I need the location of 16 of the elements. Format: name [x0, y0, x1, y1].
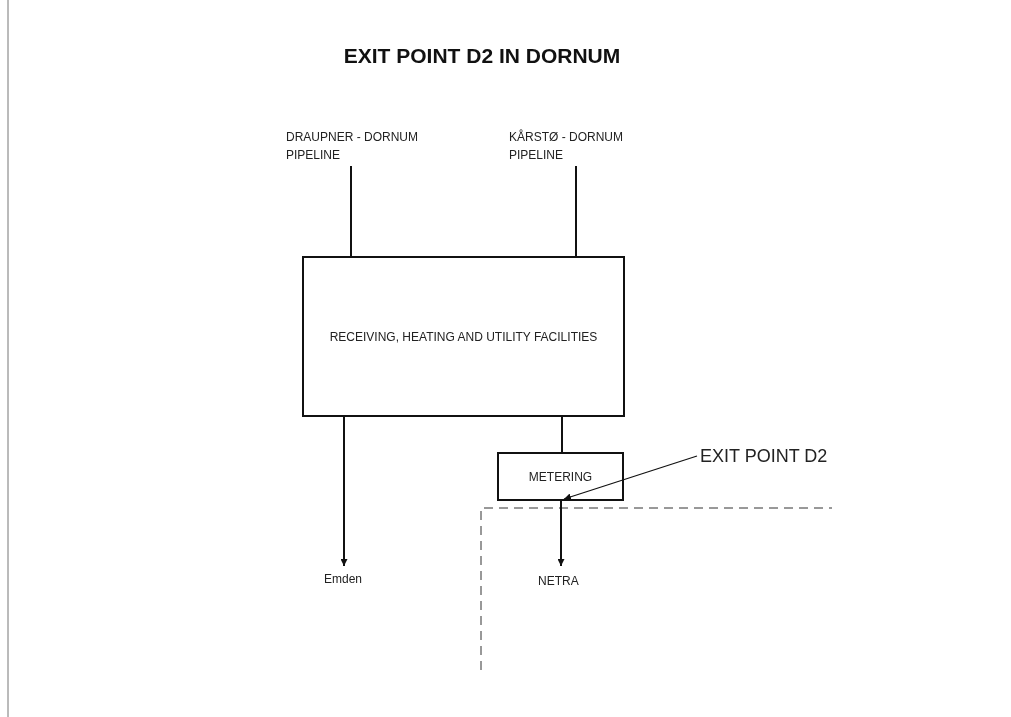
- box-text: METERING: [528, 468, 593, 486]
- pipeline-label: KÅRSTØ - DORNUM PIPELINE: [509, 128, 624, 164]
- diagram-title: EXIT POINT D2 IN DORNUM: [342, 44, 622, 68]
- destination-label: NETRA: [538, 573, 580, 590]
- facility-box: [302, 256, 625, 417]
- connector-line: [575, 165, 577, 257]
- destination-label: Emden: [324, 571, 364, 588]
- callout-label: EXIT POINT D2: [700, 445, 829, 468]
- metering-box: [497, 452, 624, 501]
- box-text: RECEIVING, HEATING AND UTILITY FACILITIES: [329, 328, 598, 346]
- arrow: [340, 416, 348, 567]
- arrow: [557, 500, 565, 567]
- pipeline-label: DRAUPNER - DORNUM PIPELINE: [286, 129, 419, 164]
- arrow: [563, 455, 698, 501]
- connector-line: [561, 416, 563, 453]
- connector-line: [350, 165, 352, 257]
